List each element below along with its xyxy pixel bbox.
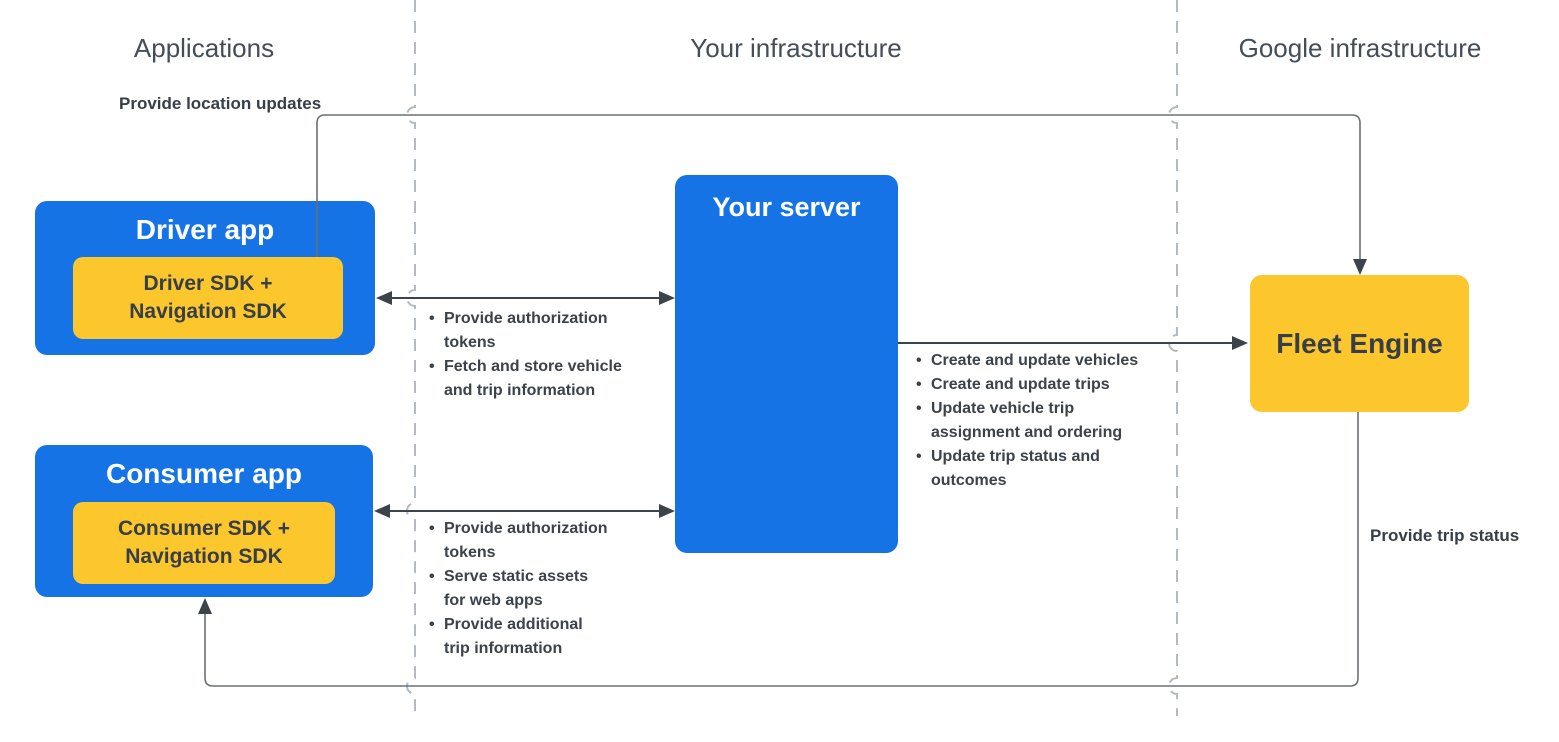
bullet-dot-icon: • (429, 568, 435, 585)
arrowhead-into-consumer (374, 504, 390, 518)
lane-header-google-infrastructure: Google infrastructure (1238, 33, 1482, 63)
driver-server-bullet-list: • Provide authorization tokens • Fetch and … (429, 307, 622, 403)
consumer-app-node: Consumer app Consumer SDK + Navigation S… (35, 445, 373, 597)
server-fleet-bullet-list: • Create and update vehicles • Create and u… (916, 349, 1138, 493)
bullet-text: Provide authorization tokens (444, 520, 608, 561)
arrowhead-into-consumer-bottom (198, 598, 212, 614)
fleet-engine-node: Fleet Engine (1250, 275, 1469, 412)
bullet-item: • Create and update vehicles (916, 349, 1138, 373)
bullet-text: Update trip status and outcomes (931, 448, 1100, 489)
lane-divider-left (406, 0, 416, 716)
your-server-node: Your server (675, 175, 898, 553)
bullet-item: • Create and update trips (916, 373, 1138, 397)
arrowhead-into-driver (376, 291, 392, 305)
driver-app-title: Driver app (135, 214, 275, 245)
bullet-text: Provide additional trip information (444, 616, 583, 657)
lane-divider-right (1168, 0, 1178, 716)
consumer-app-title: Consumer app (105, 458, 303, 489)
edge-label-provide-location-updates: Provide location updates (119, 94, 322, 113)
bullet-item: • Update vehicle trip assignment and orde… (916, 397, 1138, 445)
bullet-dot-icon: • (916, 352, 922, 369)
bullet-dot-icon: • (429, 310, 435, 327)
bullet-text: Provide authorization tokens (444, 310, 608, 351)
bullet-text: Serve static assets for web apps (444, 568, 589, 609)
bullet-item: • Provide authorization tokens (429, 517, 608, 565)
bullet-dot-icon: • (429, 358, 435, 375)
consumer-server-bullet-list: • Provide authorization tokens • Serve stat… (429, 517, 608, 661)
bullet-item: • Serve static assets for web apps (429, 565, 608, 613)
arrowhead-into-fleet-top (1353, 259, 1367, 275)
lane-header-your-infrastructure: Your infrastructure (690, 33, 902, 63)
arrowhead-into-fleet-left (1232, 336, 1248, 350)
bullet-text: Create and update vehicles (931, 352, 1139, 369)
bullet-dot-icon: • (429, 616, 435, 633)
bullet-item: • Fetch and store vehicle and trip inform… (429, 355, 622, 403)
consumer-sdk-node: Consumer SDK + Navigation SDK (73, 502, 335, 584)
bullet-item: • Provide authorization tokens (429, 307, 622, 355)
bullet-item: • Update trip status and outcomes (916, 445, 1138, 493)
bullet-dot-icon: • (916, 400, 922, 417)
bullet-item: • Provide additional trip information (429, 613, 608, 661)
bullet-dot-icon: • (916, 448, 922, 465)
bullet-text: Create and update trips (931, 376, 1110, 393)
fleet-engine-title: Fleet Engine (1276, 327, 1443, 359)
edge-label-provide-trip-status: Provide trip status (1370, 526, 1520, 545)
arrowhead-into-server-lower (659, 504, 675, 518)
driver-app-node: Driver app Driver SDK + Navigation SDK (35, 201, 375, 355)
bullet-text: Update vehicle trip assignment and order… (931, 400, 1123, 441)
lane-header-applications: Applications (133, 33, 275, 63)
arrowhead-into-server-upper (659, 291, 675, 305)
driver-sdk-node: Driver SDK + Navigation SDK (73, 257, 343, 339)
bullet-dot-icon: • (916, 376, 922, 393)
bullet-text: Fetch and store vehicle and trip informa… (444, 358, 622, 399)
your-server-title: Your server (712, 192, 861, 222)
bullet-dot-icon: • (429, 520, 435, 537)
